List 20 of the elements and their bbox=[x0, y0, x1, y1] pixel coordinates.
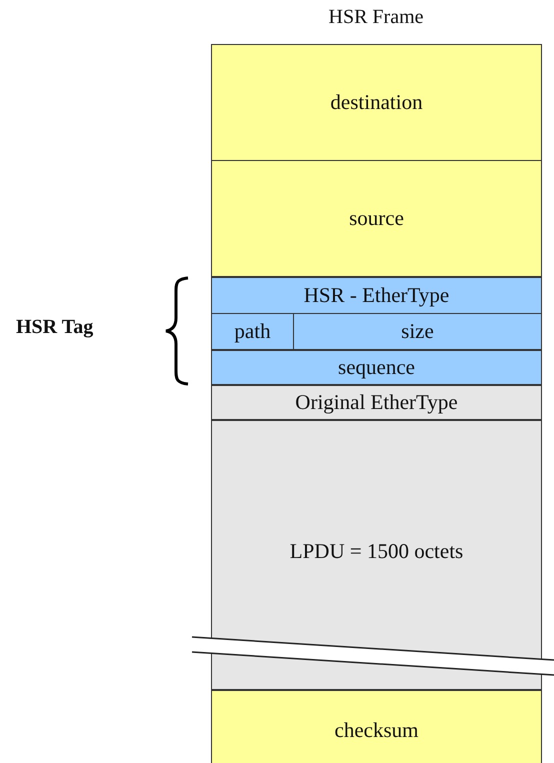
field-label: checksum bbox=[334, 718, 418, 742]
field-label: source bbox=[349, 206, 404, 231]
field-label: path bbox=[234, 319, 271, 344]
frame-field bbox=[211, 44, 542, 161]
field-label: LPDU = 1500 octets bbox=[290, 539, 464, 564]
field-label: HSR - EtherType bbox=[304, 283, 450, 308]
frame-field bbox=[293, 313, 542, 350]
frame-field bbox=[211, 690, 542, 763]
frame-field bbox=[211, 313, 294, 350]
frame-field bbox=[211, 160, 542, 277]
frame-field bbox=[211, 277, 542, 314]
field-label: destination bbox=[330, 90, 423, 115]
field-label: Original EtherType bbox=[295, 390, 458, 415]
field-label: size bbox=[401, 319, 434, 344]
frame-field bbox=[211, 420, 542, 690]
frame-field bbox=[211, 350, 542, 385]
frame-field bbox=[211, 385, 542, 420]
frame-title: HSR Frame bbox=[328, 6, 424, 29]
bracket-label: HSR Tag bbox=[16, 316, 94, 339]
field-label: sequence bbox=[338, 355, 415, 380]
